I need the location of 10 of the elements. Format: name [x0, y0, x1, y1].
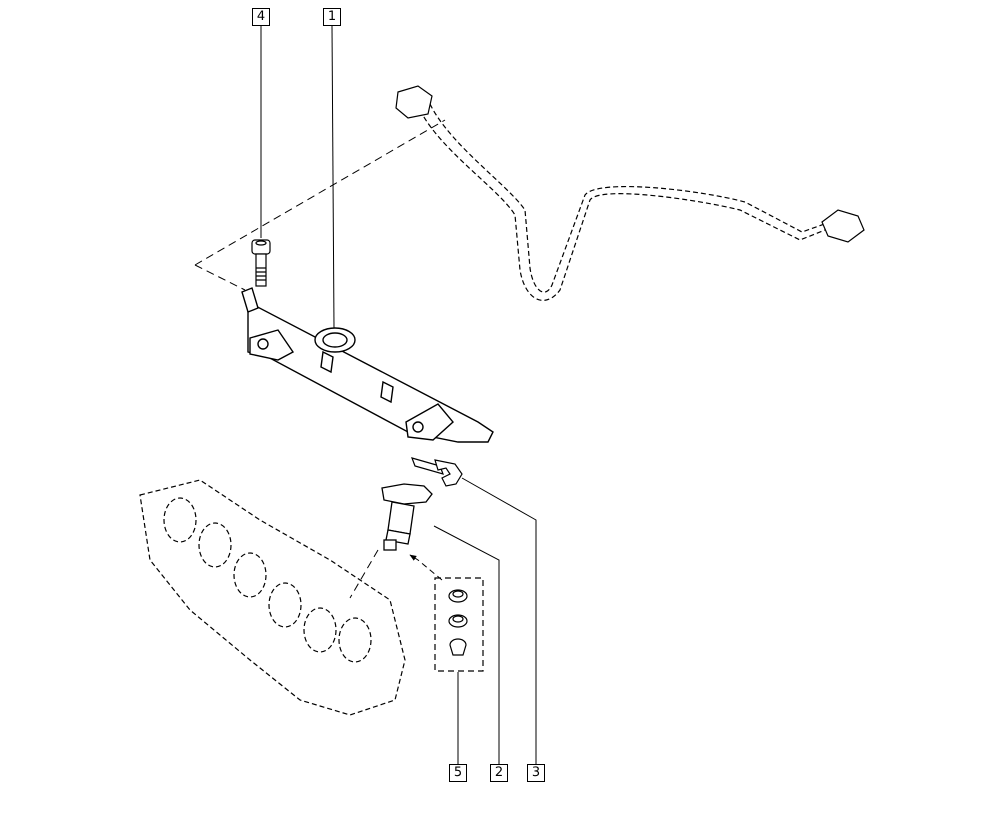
leader-line	[332, 26, 334, 328]
callout-number: 4	[252, 8, 270, 26]
leader-line	[462, 478, 536, 764]
callout-number: 3	[527, 764, 545, 782]
callout-number: 2	[490, 764, 508, 782]
leader-line	[260, 26, 262, 238]
callout-number: 5	[449, 764, 467, 782]
leader-line	[434, 526, 500, 764]
callout-number: 1	[323, 8, 341, 26]
arrow	[409, 554, 442, 580]
